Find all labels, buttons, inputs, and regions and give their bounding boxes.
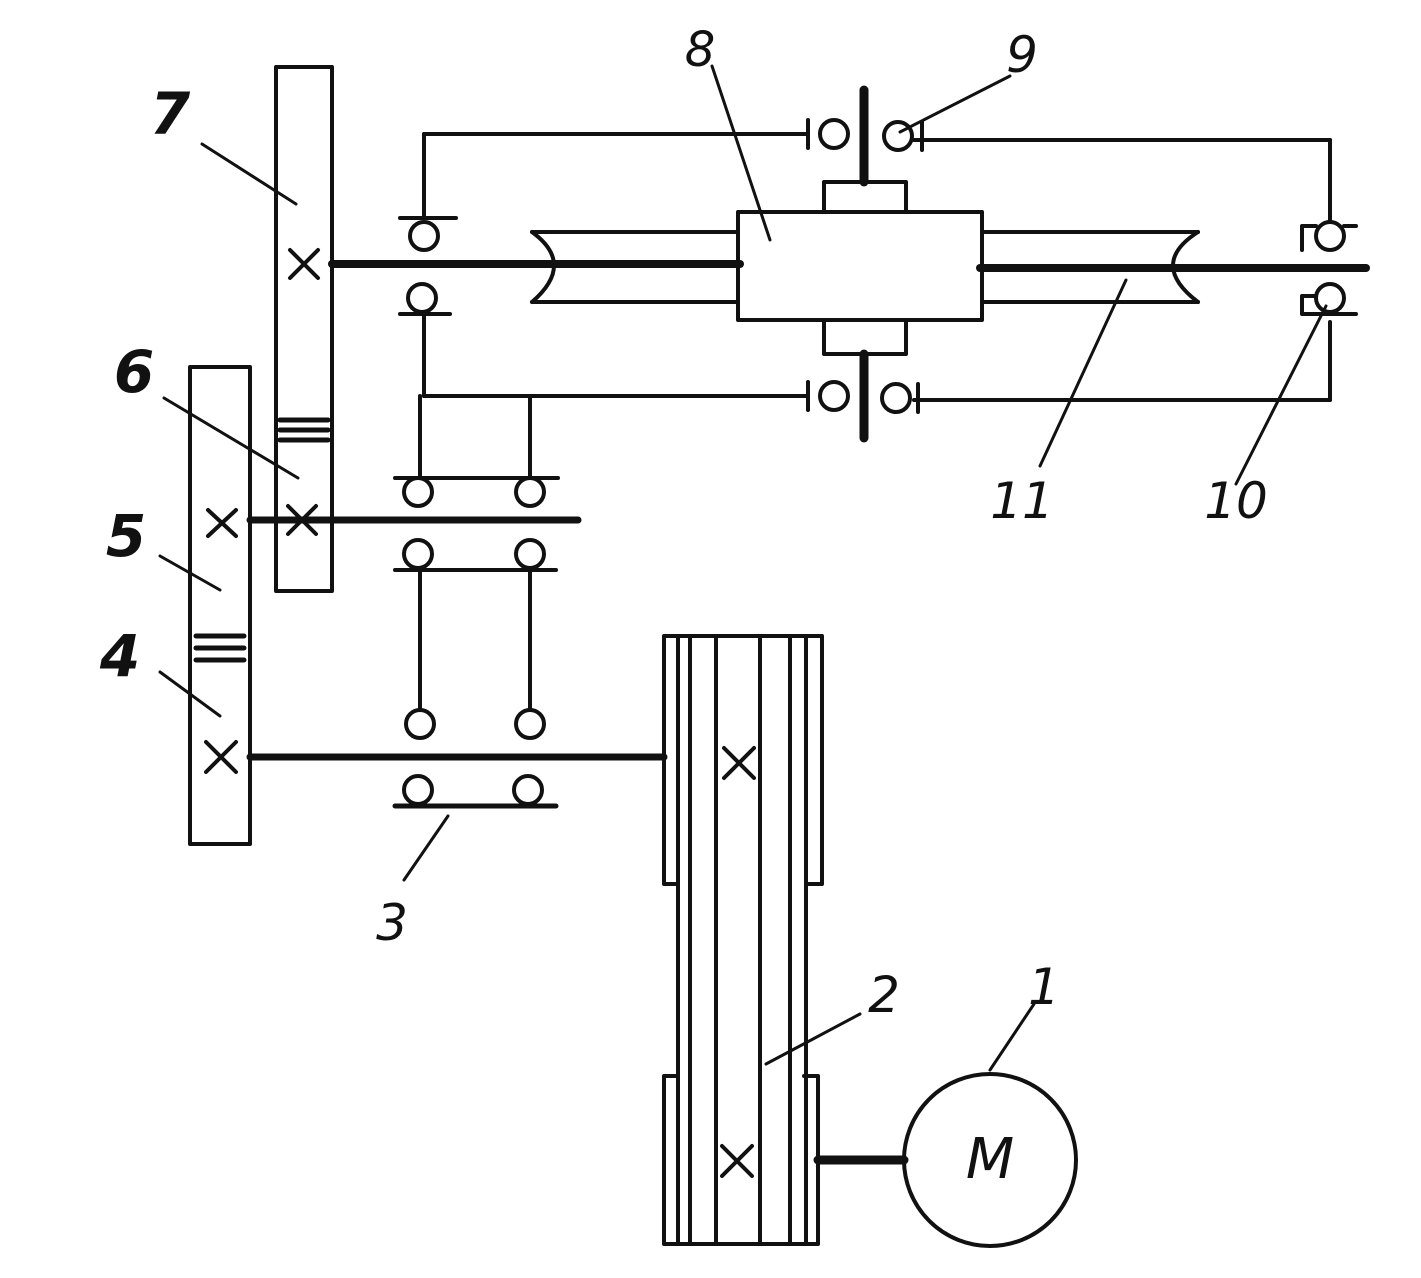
top-bearings xyxy=(806,118,924,152)
left-shaft-bearings xyxy=(398,132,458,398)
differential xyxy=(530,180,1200,356)
callout-6: 6 xyxy=(114,338,154,406)
gear-block-4-5 xyxy=(188,365,252,846)
callout-5: 5 xyxy=(106,502,146,570)
callout-4: 4 xyxy=(99,622,140,690)
belt-drive xyxy=(662,634,824,1246)
intermediate-shaft-bearings xyxy=(393,394,560,572)
motor-symbol: M xyxy=(966,1127,1014,1192)
callout-2: 2 xyxy=(868,966,900,1024)
input-shaft-bearings xyxy=(392,568,559,809)
callout-1: 1 xyxy=(1028,958,1060,1016)
right-end-bearings xyxy=(1300,220,1358,316)
leader-lines xyxy=(158,64,1328,1072)
callout-7: 7 xyxy=(150,80,191,148)
callout-3: 3 xyxy=(376,894,408,952)
callout-11: 11 xyxy=(990,472,1054,530)
callout-10: 10 xyxy=(1204,472,1268,530)
gear-block-6-7 xyxy=(274,65,334,593)
bottom-bearings xyxy=(806,380,920,414)
frame-lines xyxy=(422,132,1332,402)
callout-9: 9 xyxy=(1006,26,1038,84)
callout-8: 8 xyxy=(685,22,716,78)
